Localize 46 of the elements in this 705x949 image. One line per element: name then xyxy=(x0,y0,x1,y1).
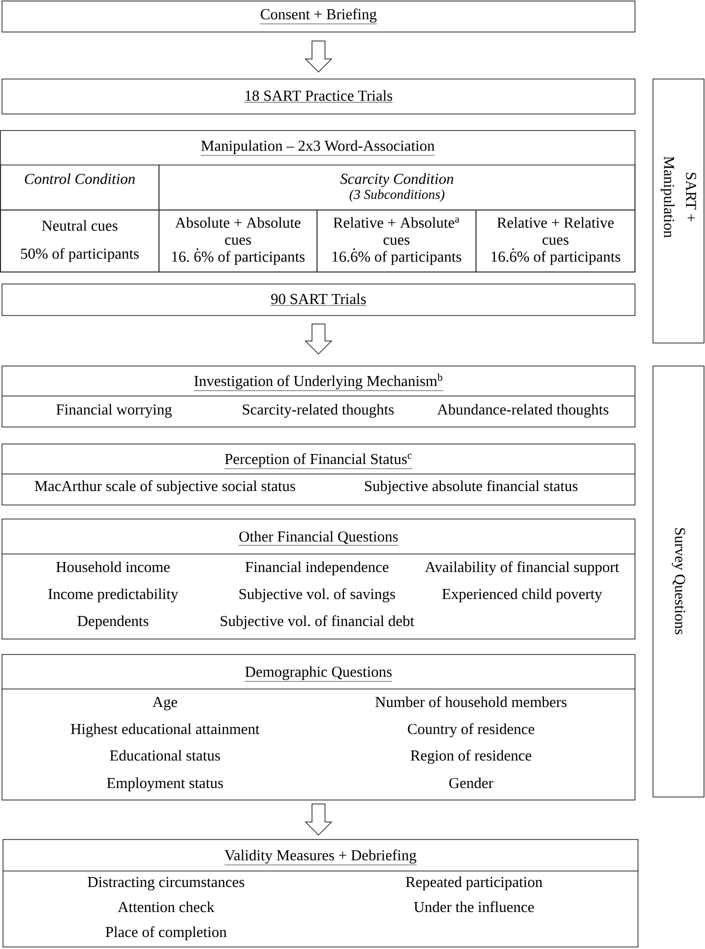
section-heading: Demographic Questions xyxy=(244,666,392,682)
table-heading: Manipulation – 2x3 Word-Association xyxy=(200,140,435,156)
section-heading: Investigation of Underlying Mechanism$^{b}$ xyxy=(194,373,444,391)
table-cell: Relative + Relative cues 16.6̇% of participants xyxy=(476,210,636,272)
item-label: Availability of financial support xyxy=(425,561,620,576)
item-label: Financial independence xyxy=(245,561,388,576)
item-label: Gender xyxy=(449,777,494,788)
item-label: Attention check xyxy=(118,901,214,912)
item-label: MacArthur scale of subjective social status xyxy=(34,480,296,494)
item-label: Experienced child poverty xyxy=(442,588,602,602)
item-label: Income predictability xyxy=(48,588,178,602)
section-heading: Other Financial Questions xyxy=(238,530,398,546)
phase-label-box: SART + Manipulation xyxy=(652,78,704,344)
step-box: Consent + Briefing xyxy=(2,0,636,32)
item-label: Dependents xyxy=(78,615,148,630)
item-label: Highest educational attainment xyxy=(70,723,260,738)
item-label: Subjective vol. of financial debt xyxy=(220,615,414,630)
item-label: Subjective vol. of savings xyxy=(240,588,395,602)
item-label: Distracting circumstances xyxy=(88,876,244,890)
table-cell: Neutral cues 50% of participants xyxy=(0,210,160,272)
item-label: Abundance-related thoughts xyxy=(437,404,608,418)
item-label: Scarcity-related thoughts xyxy=(242,404,394,418)
column-header-cell: Scarcity Condition (3 Subconditions) xyxy=(158,164,636,210)
item-label: Number of household members xyxy=(375,696,566,708)
step-box: 90 SART Trials xyxy=(2,284,636,316)
item-label: Financial worrying xyxy=(56,404,172,418)
item-label: Age xyxy=(152,696,178,710)
section-heading: Validity Measures + Debriefing xyxy=(224,850,417,866)
phase-label-box: Survey Questions xyxy=(652,366,704,798)
block-arrow xyxy=(304,324,332,355)
item-label: Subjective absolute financial status xyxy=(365,480,578,494)
block-arrow xyxy=(304,40,332,73)
item-label: Repeated participation xyxy=(406,876,542,890)
item-label: Employment status xyxy=(106,777,223,792)
table-cell: Absolute + Absolute cues 16. 6̇% of participants xyxy=(158,210,318,272)
block-arrow xyxy=(304,804,332,836)
item-label: Region of residence xyxy=(410,750,532,764)
step-box: 18 SART Practice Trials xyxy=(2,78,636,114)
item-label: Place of completion xyxy=(106,926,227,940)
column-header-cell: Control Condition xyxy=(0,164,160,210)
item-label: Country of residence xyxy=(408,723,534,738)
item-label: Educational status xyxy=(110,750,220,761)
item-label: Household income xyxy=(56,561,170,572)
item-label: Under the influence xyxy=(414,901,534,912)
table-cell: Relative + Absolute$^{a}$ cues 16.6̇% of participants xyxy=(316,210,476,272)
section-heading: Perception of Financial Status$^{c}$ xyxy=(224,453,413,469)
